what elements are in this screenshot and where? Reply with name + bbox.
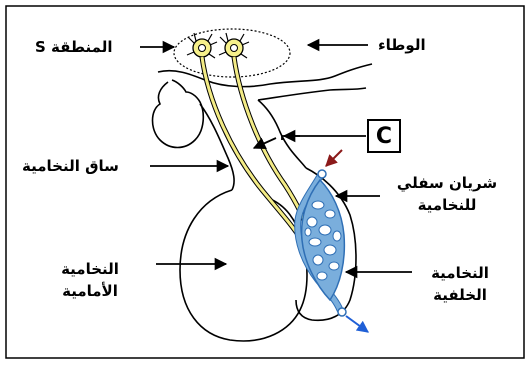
label-posterior-line1: النخامية — [414, 262, 506, 284]
label-inferior-artery: شريان سفلي للنخامية — [392, 172, 502, 216]
label-s-region: المنطقة S — [35, 36, 113, 58]
blood-inflow-arrow — [326, 150, 342, 166]
label-inferior-artery-line2: للنخامية — [392, 194, 502, 216]
label-hypothalamus: الوطاء — [378, 34, 426, 56]
label-pituitary-stalk: ساق النخامية — [22, 155, 119, 177]
anterior-pituitary-shape — [180, 190, 307, 341]
label-posterior-pituitary: النخامية الخلفية — [414, 262, 506, 306]
blood-outflow-arrow — [346, 316, 368, 332]
label-c-marker: C — [367, 119, 401, 153]
label-anterior-line1: النخامية — [42, 258, 138, 280]
artery-outlet-node — [338, 308, 346, 316]
hypothalamus-lower-edge — [258, 88, 366, 100]
optic-chiasm — [153, 80, 204, 148]
label-anterior-pituitary: النخامية الأمامية — [42, 258, 138, 302]
label-anterior-line2: الأمامية — [42, 280, 138, 302]
label-posterior-line2: الخلفية — [414, 284, 506, 306]
artery-inlet-node — [318, 170, 326, 178]
stalk-right-wall — [258, 100, 306, 168]
neuron-body-left — [187, 33, 217, 58]
hypothalamus-outline — [158, 64, 372, 87]
label-inferior-artery-line1: شريان سفلي — [392, 172, 502, 194]
neuron-body-right — [219, 33, 249, 58]
